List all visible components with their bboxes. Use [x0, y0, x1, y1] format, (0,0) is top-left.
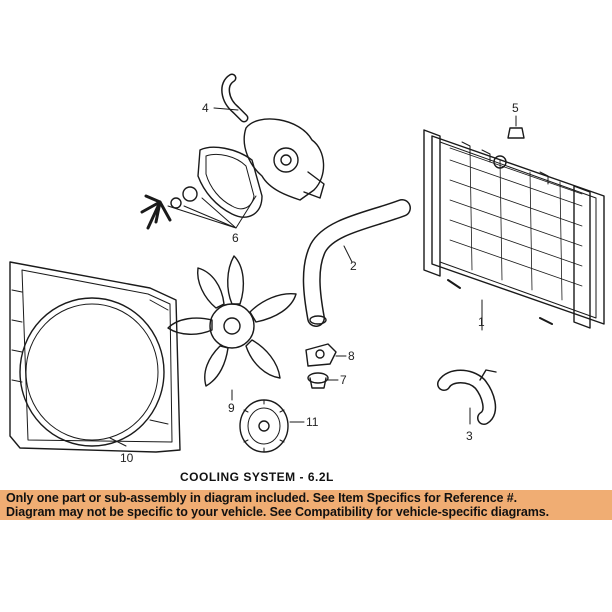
callout-7: 7 — [340, 373, 347, 387]
disclaimer-line-1: Only one part or sub-assembly in diagram… — [6, 491, 518, 505]
radiator-icon — [423, 129, 605, 329]
upper-hose-icon — [302, 199, 411, 327]
callout-2: 2 — [350, 259, 357, 273]
callout-10-leader — [109, 437, 127, 447]
callout-6-leader — [167, 195, 257, 229]
callout-8: 8 — [348, 349, 355, 363]
callout-6: 6 — [232, 231, 239, 245]
disclaimer-line-2: Diagram may not be specific to your vehi… — [6, 505, 549, 519]
callout-4: 4 — [202, 101, 209, 115]
callout-2-leader — [343, 245, 353, 263]
bypass-hose-icon — [221, 73, 249, 123]
water-pump-icon — [170, 118, 325, 218]
callout-10: 10 — [120, 451, 134, 465]
thermostat-icon — [307, 372, 329, 389]
callout-11: 11 — [306, 415, 319, 429]
fan-shroud-icon — [9, 261, 181, 453]
fan-spacer-icon — [140, 194, 172, 230]
fan-blade-icon — [167, 255, 297, 387]
radiator-cap-icon — [507, 127, 525, 139]
callout-9: 9 — [228, 401, 235, 415]
fan-clutch-icon — [239, 399, 289, 453]
callout-3: 3 — [466, 429, 473, 443]
disclaimer-banner: Only one part or sub-assembly in diagram… — [0, 490, 612, 520]
thermostat-housing-icon — [305, 343, 337, 367]
callout-5: 5 — [512, 101, 519, 115]
lower-hose-icon — [437, 369, 497, 425]
diagram-caption: COOLING SYSTEM - 6.2L — [180, 470, 334, 484]
cooling-system-diagram: 10 4 6 2 5 — [9, 73, 605, 465]
callout-1: 1 — [478, 315, 485, 329]
callout-4-leader — [213, 107, 239, 111]
